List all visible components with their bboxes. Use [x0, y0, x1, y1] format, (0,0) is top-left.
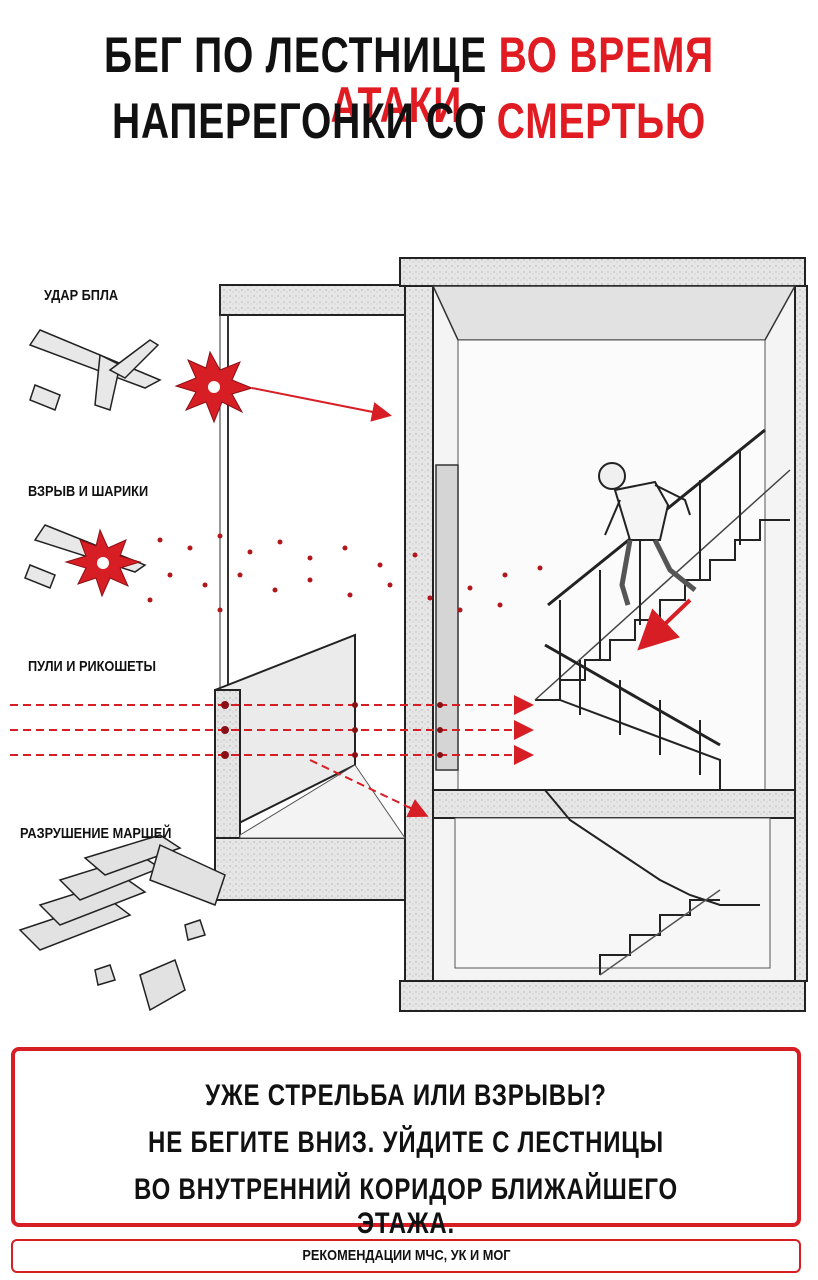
page-title-line-2: НАПЕРЕГОНКИ СО СМЕРТЬЮ — [112, 93, 706, 149]
stairwell-illustration — [10, 257, 808, 1012]
drone-icon — [28, 329, 162, 411]
outer-wall — [219, 257, 808, 1012]
impact-arrow — [251, 387, 392, 422]
label-bullets: ПУЛИ И РИКОШЕТЫ — [28, 658, 156, 675]
label-drone-strike: УДАР БПЛА — [44, 287, 119, 304]
explosion-icon — [174, 350, 254, 424]
lower-stair-flight — [544, 643, 760, 976]
advice-line-3: ВО ВНУТРЕННИЙ КОРИДОР БЛИЖАЙШЕГО ЭТАЖА. — [134, 1173, 678, 1240]
page-title-line-1: БЕГ ПО ЛЕСТНИЦЕ ВО ВРЕМЯ АТАКИ - — [104, 27, 714, 133]
advice-box: УЖЕ СТРЕЛЬБА ИЛИ ВЗРЫВЫ? НЕ БЕГИТЕ ВНИЗ.… — [11, 1047, 801, 1240]
advice-line-2: НЕ БЕГИТЕ ВНИЗ. УЙДИТЕ С ЛЕСТНИЦЫ — [148, 1126, 664, 1159]
label-explosion: ВЗРЫВ И ШАРИКИ — [28, 483, 149, 500]
footer-text: РЕКОМЕНДАЦИИ МЧС, УК И МОГ — [301, 1247, 511, 1264]
broken-stairs-icon — [18, 834, 226, 1012]
barrier-block — [214, 633, 406, 901]
advice-line-1: УЖЕ СТРЕЛЬБА ИЛИ ВЗРЫВЫ? — [205, 1079, 607, 1112]
bullet-holes — [221, 701, 443, 759]
stairwell-room — [431, 285, 797, 982]
shrapnel-dots — [147, 533, 543, 613]
explosion-icon — [64, 528, 142, 598]
bullet-trajectories — [10, 695, 534, 818]
direction-arrow — [637, 598, 692, 651]
label-destruction: РАЗРУШЕНИЕ МАРШЕЙ — [20, 825, 172, 842]
footer-source: РЕКОМЕНДАЦИИ МЧС, УК И МОГ — [11, 1239, 801, 1273]
running-person-icon — [598, 462, 697, 606]
